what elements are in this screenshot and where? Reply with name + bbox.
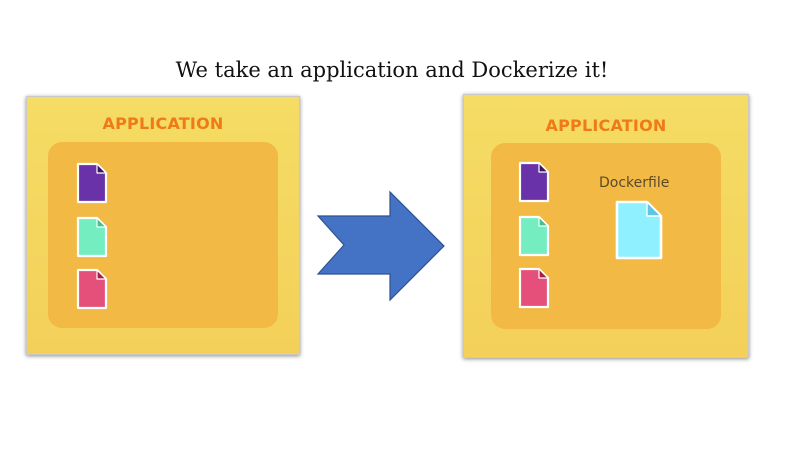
application-inner-panel <box>48 142 278 328</box>
right-arrow-chevron-icon <box>316 190 446 302</box>
green-file-icon <box>75 216 108 258</box>
pink-file-icon <box>75 268 108 310</box>
purple-file-icon <box>517 161 550 203</box>
application-heading: APPLICATION <box>102 114 224 133</box>
purple-file-icon <box>75 162 108 204</box>
slide-title: We take an application and Dockerize it! <box>175 58 609 82</box>
application-card-after: APPLICATION Dockerfile <box>463 94 749 358</box>
pink-file-icon <box>517 267 550 309</box>
application-card-before: APPLICATION <box>26 96 300 355</box>
dockerfile-label: Dockerfile <box>599 175 670 191</box>
green-file-icon <box>517 215 550 257</box>
application-inner-panel: Dockerfile <box>491 143 721 329</box>
application-heading: APPLICATION <box>545 116 667 135</box>
dockerfile-file-icon <box>614 199 664 260</box>
